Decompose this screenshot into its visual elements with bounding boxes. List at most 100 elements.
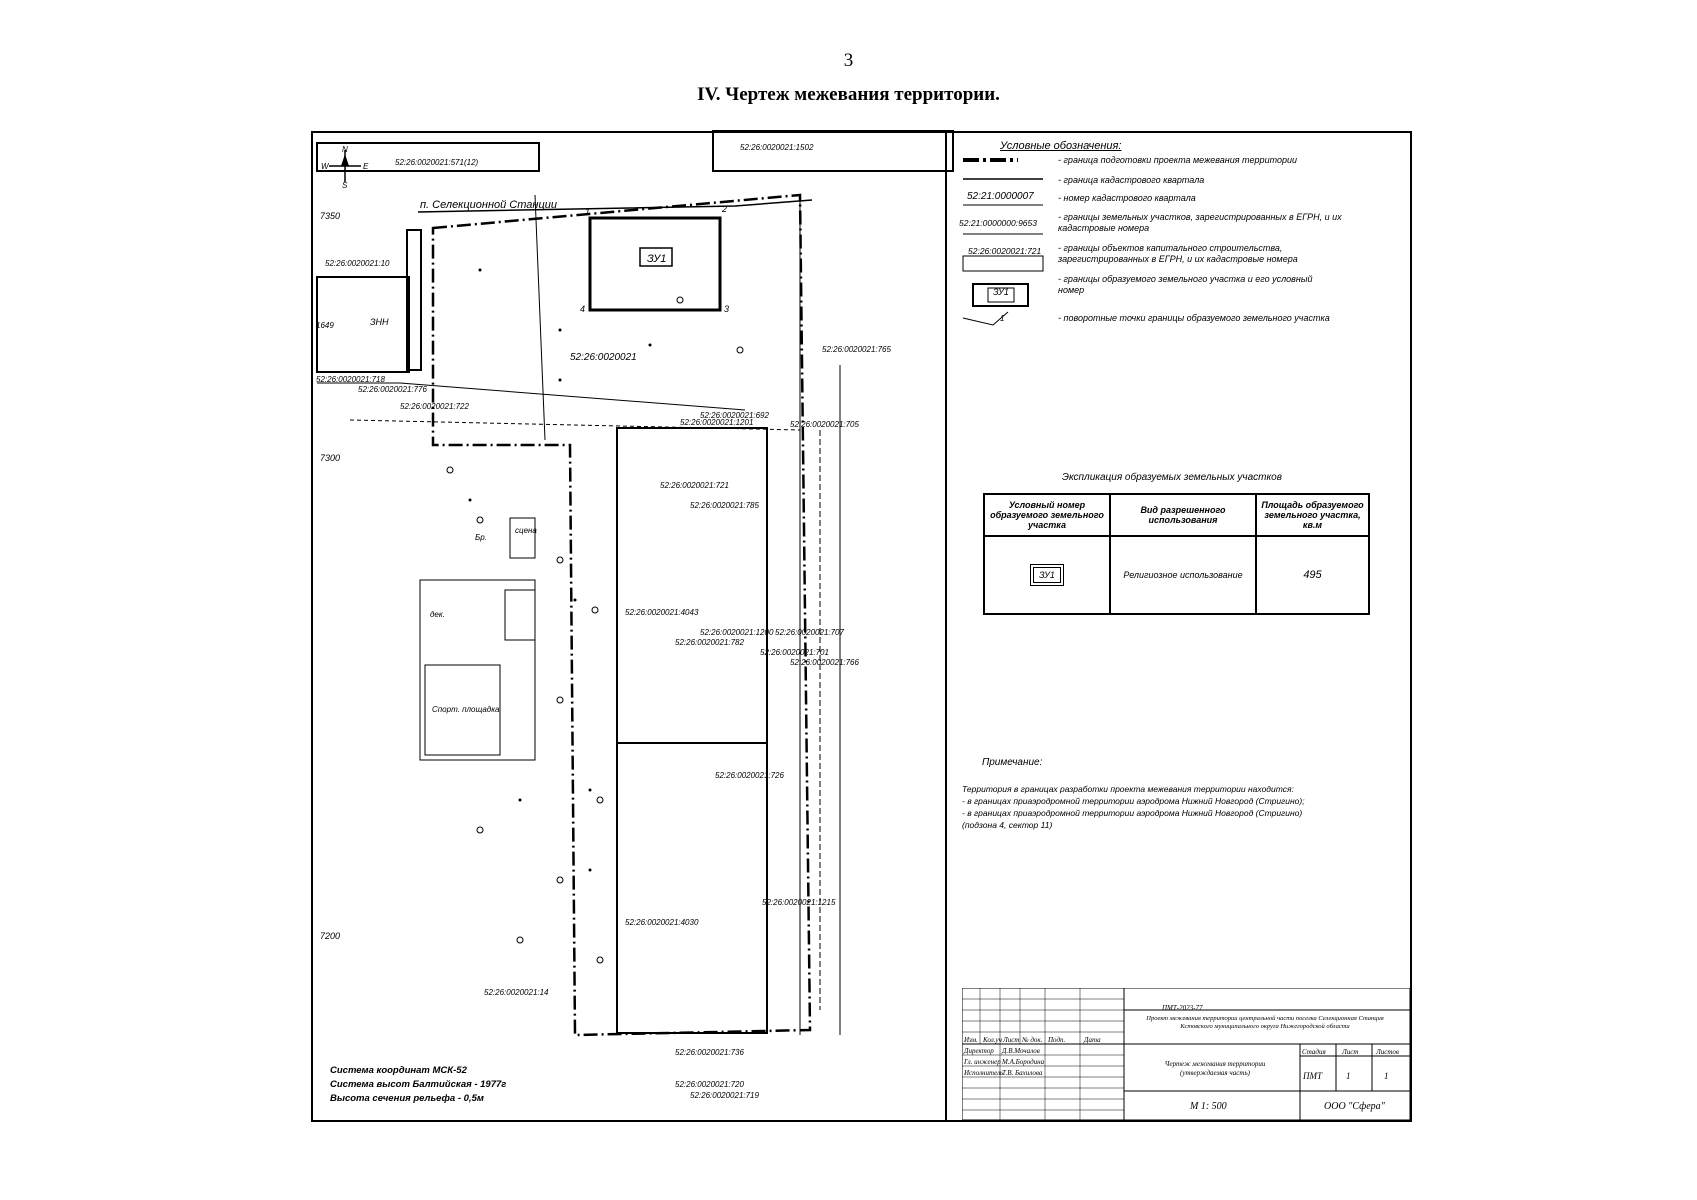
explication-use: Религиозное использование: [1109, 535, 1257, 615]
cad-label: 52:26:0020021:571(12): [395, 158, 479, 167]
legend-text: - граница подготовки проекта межевания т…: [1058, 155, 1297, 165]
note-line: - в границах приаэродромной территории а…: [962, 808, 1303, 818]
turn-point-2: 2: [721, 204, 727, 214]
note-line: - в границах приаэродромной территории а…: [962, 796, 1305, 806]
stamp-role: Гл. инженер: [964, 1058, 1001, 1066]
cad-label: 52:26:0020021:765: [822, 345, 892, 354]
cad-label: 52:26:0020021:4043: [625, 608, 699, 617]
explication-title: Экспликация образуемых земельных участко…: [1062, 472, 1282, 483]
explication-header: Площадь образуемого земельного участка, …: [1255, 493, 1370, 537]
compass-w: W: [321, 162, 330, 171]
cad-label: 52:26:0020021:718: [316, 375, 386, 384]
stamp-name: Т.В. Бахилова: [1002, 1069, 1043, 1077]
note-line: Территория в границах разработки проекта…: [962, 784, 1294, 794]
grid-label: 1649: [316, 321, 334, 330]
stamp-sheet: 1: [1346, 1071, 1351, 1081]
legend-sample-parcel: 52:21:0000000:9653: [959, 218, 1037, 228]
explication-id: ЗУ1: [1030, 564, 1064, 586]
stamp-col-list: Лист: [1003, 1036, 1020, 1044]
map-label: дек.: [430, 610, 445, 619]
cad-label: 52:26:0020021:785: [690, 501, 760, 510]
note-title: Примечание:: [982, 757, 1043, 768]
stamp-col-date: Дата: [1084, 1036, 1101, 1044]
stamp-stage-header: Стадия: [1302, 1048, 1326, 1056]
turn-point-1: 1: [585, 207, 590, 217]
legend-samples: [962, 158, 1044, 326]
cad-label: 52:26:0020021:1200: [700, 628, 774, 637]
stamp-code: ПМТ-2023-77: [1162, 1004, 1203, 1012]
stamp-company: ООО "Сфера": [1324, 1101, 1385, 1112]
coord-system-line: Система высот Балтийская - 1977г: [330, 1079, 507, 1090]
explication-id-cell: ЗУ1: [983, 535, 1111, 615]
legend-title: Условные обозначения:: [1000, 140, 1122, 152]
explication-header: Вид разрешенного использования: [1109, 493, 1257, 537]
cad-label: 52:26:0020021:726: [715, 771, 785, 780]
stamp-scale: М 1: 500: [1190, 1101, 1227, 1112]
cad-label: 52:26:0020021:10: [325, 259, 390, 268]
grid-label: 7350: [320, 211, 340, 221]
title-block: [962, 988, 1410, 1120]
page-heading: IV. Чертеж межевания территории.: [697, 84, 1000, 105]
legend-text: - номер кадастрового квартала: [1058, 193, 1196, 203]
stamp-col-podp: Подп.: [1048, 1036, 1066, 1044]
cad-label: 52:26:0020021:776: [358, 385, 428, 394]
stamp-stage: ПМТ: [1303, 1071, 1323, 1081]
legend-text: - границы земельных участков, зарегистри…: [1058, 212, 1342, 233]
coord-system-line: Высота сечения рельефа - 0,5м: [330, 1093, 484, 1104]
cad-label: 52:26:0020021:701: [760, 648, 829, 657]
stamp-role: Исполнитель: [964, 1069, 1004, 1077]
stamp-sheets: 1: [1384, 1071, 1389, 1081]
legend-text: - границы образуемого земельного участка…: [1058, 274, 1313, 295]
legend-sample-quarter: 52:21:0000007: [967, 191, 1034, 202]
compass-icon: N S W E: [321, 145, 369, 190]
stamp-col-kol: Кол.уч: [983, 1036, 1002, 1044]
stamp-project: Проект межевания территории центральной …: [1146, 1015, 1384, 1030]
cad-label: 52:26:0020021:720: [675, 1080, 745, 1089]
legend-sample-object: 52:26:0020021:721: [968, 246, 1042, 256]
explication-area: 495: [1255, 535, 1370, 615]
map-label: Спорт. площадка: [432, 705, 500, 714]
compass-s: S: [342, 181, 348, 190]
grid-label: 7300: [320, 453, 340, 463]
map-label: ЗНН: [370, 317, 389, 327]
stamp-sheets-header: Листов: [1376, 1048, 1399, 1056]
legend-sample-zu: ЗУ1: [993, 287, 1009, 297]
cad-label: 52:26:0020021:782: [675, 638, 745, 647]
cad-label: 52:26:0020021:766: [790, 658, 860, 667]
stamp-role: Директор: [964, 1047, 994, 1055]
cad-label: 52:26:0020021:719: [690, 1091, 760, 1100]
explication-table: Условный номер образуемого земельного уч…: [983, 493, 1370, 615]
cad-label: 52:26:0020021:1201: [680, 418, 753, 427]
explication-header: Условный номер образуемого земельного уч…: [983, 493, 1111, 537]
stamp-col-doc: № док.: [1022, 1036, 1043, 1044]
cad-label: 52:26:0020021:4030: [625, 918, 699, 927]
stamp-col-izm: Изм.: [964, 1036, 978, 1044]
stamp-name: Д.В.Мочалов: [1002, 1047, 1040, 1055]
legend-sample-point: 1: [1000, 314, 1005, 323]
turn-point-3: 3: [724, 304, 729, 314]
cad-label: 52:26:0020021:722: [400, 402, 470, 411]
stamp-name: М.А.Бородина: [1002, 1058, 1045, 1066]
cad-label: 52:26:0020021:736: [675, 1048, 745, 1057]
street-label: п. Селекционной Станции: [420, 199, 557, 211]
cad-label: 52:26:0020021:1215: [762, 898, 836, 907]
cad-label: 52:26:0020021:721: [660, 481, 729, 490]
stamp-sheet-header: Лист: [1342, 1048, 1359, 1056]
legend-text: - поворотные точки границы образуемого з…: [1058, 313, 1330, 323]
cad-label: 52:26:0020021:705: [790, 420, 860, 429]
coord-system-line: Система координат МСК-52: [330, 1065, 467, 1076]
turn-point-4: 4: [580, 304, 585, 314]
page-number: 3: [843, 50, 854, 71]
cad-label: 52:26:0020021: [570, 352, 637, 363]
grid-label: 7200: [320, 931, 340, 941]
note-line: (подзона 4, сектор 11): [962, 820, 1053, 830]
cad-label: 52:26:0020021:692: [700, 411, 770, 420]
map-label: Бр.: [475, 533, 487, 542]
compass-n: N: [342, 145, 348, 154]
stamp-sheet-title: Чертеж межевания территории (утверждаема…: [1164, 1060, 1266, 1077]
compass-e: E: [363, 162, 369, 171]
cad-label: 52:26:0020021:1502: [740, 143, 814, 152]
cad-label: 52:26:0020021:14: [484, 988, 549, 997]
parcel-label: ЗУ1: [647, 253, 666, 265]
